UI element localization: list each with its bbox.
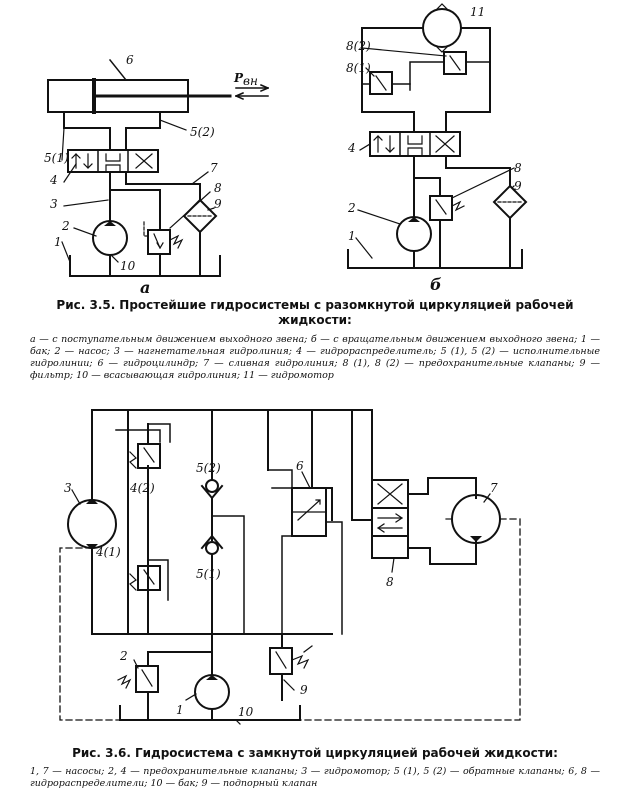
label-b-8-1: 8(1) xyxy=(346,61,371,75)
label-b-8: 8 xyxy=(514,161,522,175)
label-force: P xyxy=(233,71,244,85)
label-36-5-1: 5(1) xyxy=(196,567,221,581)
label-36-2: 2 xyxy=(119,649,128,663)
label-a-1: 1 xyxy=(54,235,62,249)
relief-valve-8-2 xyxy=(443,51,467,75)
label-36-9: 9 xyxy=(300,683,308,697)
label-a-8: 8 xyxy=(214,181,222,195)
check-valve-5-1 xyxy=(200,534,224,550)
caption-3-5-title: Рис. 3.5.Простейшие гидросистемы с разом… xyxy=(30,298,600,328)
branch-relief-a xyxy=(109,189,161,213)
pump-7 xyxy=(451,494,501,544)
label-b-11: 11 xyxy=(470,5,485,19)
motor-line-right xyxy=(445,27,491,133)
caption-3-6-title-text: Гидросистема с замкнутой циркуляцией раб… xyxy=(134,746,558,760)
label-36-4-2: 4(2) xyxy=(129,481,155,495)
line-5-1 xyxy=(63,111,111,151)
label-36-8: 8 xyxy=(386,575,394,589)
hydromotor-3 xyxy=(67,499,117,549)
motor-line-left xyxy=(361,27,424,133)
caption-3-5-text: а — с поступательным движением выходного… xyxy=(30,334,600,381)
pump-b xyxy=(396,216,432,252)
label-b-9: 9 xyxy=(514,179,522,193)
label-36-7: 7 xyxy=(490,481,498,495)
line-5-2 xyxy=(125,111,161,151)
figure-a-sublabel: а xyxy=(140,278,150,297)
figure-a xyxy=(47,58,269,277)
figure-b-sublabel: б xyxy=(430,275,442,294)
distributor-8-bot xyxy=(371,535,409,559)
return-line-b xyxy=(445,155,511,187)
label-force-sub: вн xyxy=(243,74,258,88)
tank-10 xyxy=(119,705,301,721)
distributor-8-mid xyxy=(371,507,409,537)
caption-3-5-title-text: Простейшие гидросистемы с разомкнутой ци… xyxy=(119,298,574,327)
figure-36 xyxy=(59,409,521,725)
label-a-2: 2 xyxy=(61,219,70,233)
leader-6 xyxy=(108,58,128,82)
label-36-5-2: 5(2) xyxy=(196,461,221,475)
relief-valve-8-1 xyxy=(369,71,393,95)
figure-b xyxy=(347,3,528,269)
label-a-4: 4 xyxy=(49,173,58,187)
tank-outline xyxy=(69,255,221,277)
label-b-4: 4 xyxy=(347,141,356,155)
label-36-10: 10 xyxy=(238,705,254,719)
caption-3-6-text: 1, 7 — насосы; 2, 4 — предохранительные … xyxy=(30,766,600,789)
label-a-5-1: 5(1) xyxy=(44,151,69,165)
label-a-10: 10 xyxy=(120,259,136,273)
hydromotor-b xyxy=(422,8,462,48)
relief-valve-a xyxy=(147,229,171,255)
label-36-1: 1 xyxy=(176,703,184,717)
label-a-9: 9 xyxy=(214,197,222,211)
label-b-2: 2 xyxy=(347,201,356,215)
pump-a xyxy=(92,220,128,256)
label-a-6: 6 xyxy=(126,53,134,67)
caption-3-6-number: Рис. 3.6. xyxy=(72,746,131,760)
label-b-8-2: 8(2) xyxy=(346,39,371,53)
relief-valve-4-1 xyxy=(137,565,161,591)
label-36-3: 3 xyxy=(64,481,72,495)
tank-b xyxy=(347,249,523,269)
caption-3-5-number: Рис. 3.5. xyxy=(56,298,116,312)
pump-1 xyxy=(194,674,230,710)
caption-3-6-title: Рис. 3.6.Гидросистема с замкнутой циркул… xyxy=(30,746,600,761)
label-a-5-2: 5(2) xyxy=(190,125,215,139)
distributor-a xyxy=(67,149,159,173)
return-line-a xyxy=(125,171,201,201)
label-36-6: 6 xyxy=(296,459,304,473)
label-a-3: 3 xyxy=(50,197,58,211)
branch-relief-b xyxy=(413,177,441,197)
label-b-1: 1 xyxy=(348,229,356,243)
relief-valve-4-2 xyxy=(137,443,161,469)
label-36-4-1: 4(1) xyxy=(95,545,121,559)
label-a-7: 7 xyxy=(210,161,218,175)
